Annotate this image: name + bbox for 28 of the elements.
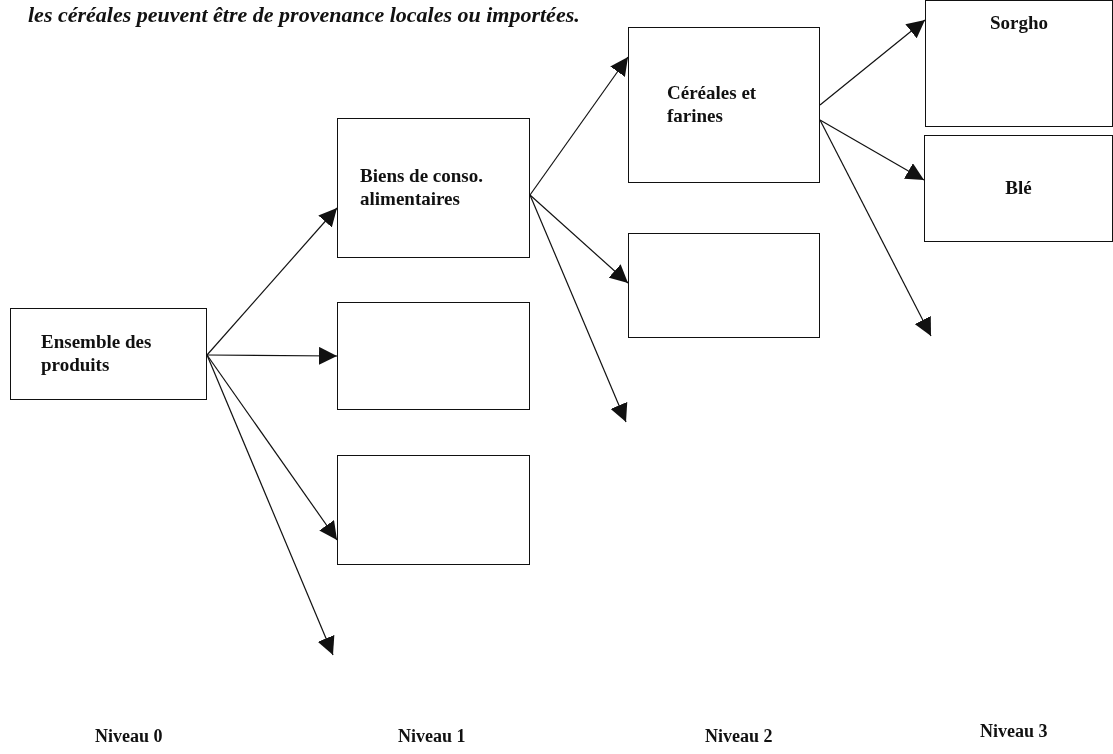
level-label: Niveau 0 xyxy=(95,726,163,747)
category-label: Ensemble des produits xyxy=(41,331,153,377)
category-label: Blé xyxy=(1005,177,1032,200)
level-label: Niveau 2 xyxy=(705,726,773,747)
category-label: Sorgho xyxy=(989,12,1049,35)
category-label: Biens de conso. alimentaires xyxy=(360,165,484,211)
arrow xyxy=(529,56,629,196)
category-box xyxy=(628,27,820,183)
arrow xyxy=(529,194,628,423)
category-label: Céréales et farines xyxy=(667,82,758,128)
arrow xyxy=(206,354,335,656)
category-box xyxy=(925,0,1113,127)
empty-box xyxy=(337,302,530,410)
level-label: Niveau 3 xyxy=(980,721,1048,742)
arrow xyxy=(206,207,338,356)
empty-box xyxy=(628,233,820,338)
arrow xyxy=(819,119,925,181)
category-box xyxy=(924,135,1113,242)
level-label: Niveau 1 xyxy=(398,726,466,747)
arrow xyxy=(819,19,926,106)
arrow xyxy=(529,194,629,284)
category-box xyxy=(337,118,530,258)
arrow xyxy=(206,354,338,541)
category-box xyxy=(10,308,207,400)
arrow xyxy=(206,346,338,365)
empty-box xyxy=(337,455,530,565)
arrow xyxy=(819,119,932,337)
note-text: les céréales peuvent être de provenance locales ou importées. xyxy=(28,2,580,28)
